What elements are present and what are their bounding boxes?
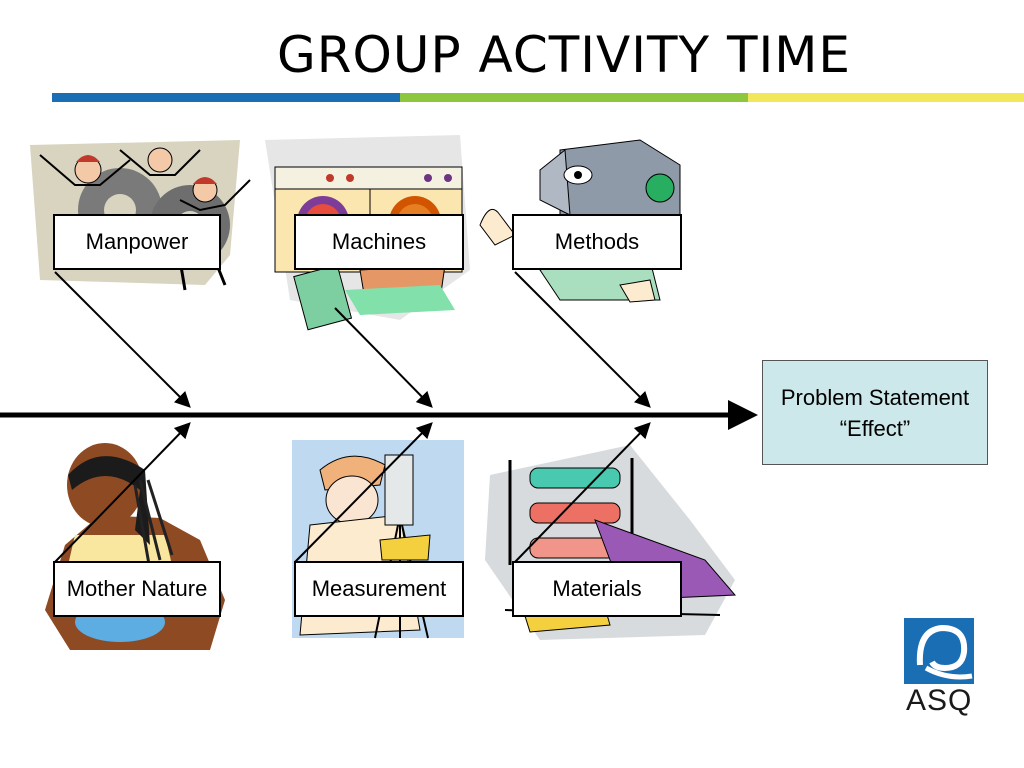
title-rule-green (400, 93, 748, 102)
category-mother-nature: Mother Nature (53, 561, 221, 617)
machines-bone (334, 307, 433, 408)
measurement-bone (294, 422, 433, 563)
methods-bone (514, 271, 651, 408)
asq-logo-icon (904, 618, 974, 684)
category-manpower: Manpower (53, 214, 221, 270)
title-rule-blue (52, 93, 400, 102)
effect-line-1: Problem Statement (780, 384, 970, 410)
asq-logo-text: ASQ (906, 684, 973, 717)
slide-title: GROUP ACTIVITY TIME (277, 26, 851, 84)
effect-box: Problem Statement “Effect” (762, 360, 988, 465)
category-methods: Methods (512, 214, 682, 270)
category-machines: Machines (294, 214, 464, 270)
category-measurement: Measurement (294, 561, 464, 617)
mother-nature-bone (54, 422, 191, 563)
mother-nature-clipart (45, 443, 225, 650)
materials-bone (514, 422, 651, 563)
category-materials: Materials (512, 561, 682, 617)
title-rule-yellow (748, 93, 1024, 102)
manpower-bone (54, 271, 191, 408)
machines-clipart (265, 135, 470, 331)
effect-line-2: “Effect” (839, 415, 911, 441)
